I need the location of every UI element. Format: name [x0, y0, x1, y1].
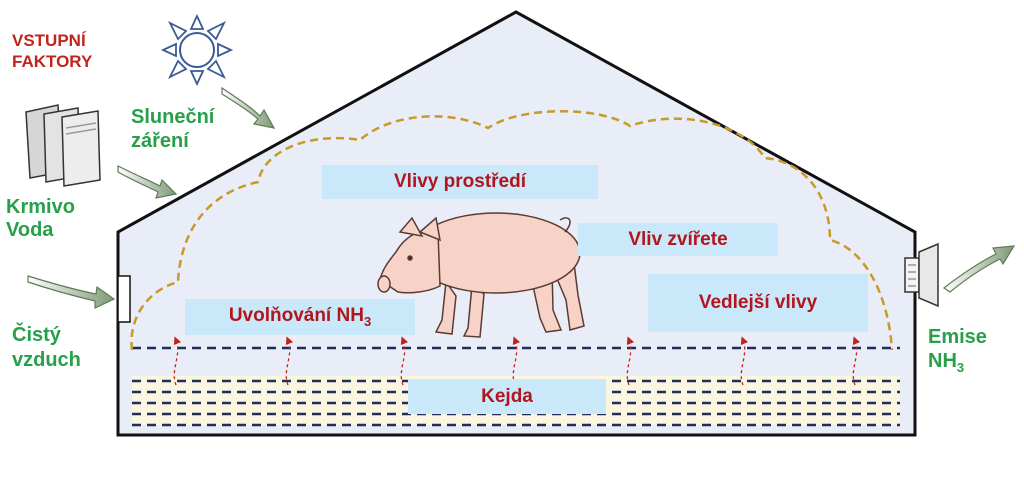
air-label-line2: vzduch [12, 349, 81, 371]
side-effects-box: Vedlejší vlivy [648, 274, 868, 332]
sun-label-line2: záření [131, 130, 190, 152]
input-arrows [27, 86, 1016, 309]
environment-box: Vlivy prostředí [322, 165, 598, 199]
feed-label-line2: Voda [6, 219, 54, 241]
slurry-box: Kejda [408, 379, 606, 414]
feed-bags-icon [25, 104, 101, 187]
emission-label-line1: Emise [928, 326, 987, 348]
release-label: Uvolňování NH3 [229, 305, 371, 329]
sun-icon [160, 13, 234, 87]
animal-box: Vliv zvířete [578, 223, 778, 256]
environment-label: Vlivy prostředí [394, 171, 526, 192]
air-inlet-window [117, 275, 131, 323]
release-box: Uvolňování NH3 [185, 299, 415, 335]
emission-label-line2: NH3 [928, 350, 964, 375]
release-nh: Uvolňování NH [228, 305, 364, 327]
emission-subscript: 3 [957, 360, 964, 375]
inputs-heading-line1: VSTUPNÍ [12, 31, 87, 50]
air-label-line1: Čistý [12, 322, 62, 346]
inputs-heading-line2: FAKTORY [12, 52, 93, 71]
animal-label: Vliv zvířete [628, 228, 728, 250]
release-subscript: 3 [363, 313, 372, 329]
side-effects-label: Vedlejší vlivy [698, 292, 818, 313]
pig-illustration [377, 212, 585, 338]
sun-label-line1: Sluneční [131, 106, 216, 128]
environment-cloud [130, 110, 894, 351]
slurry-label: Kejda [481, 385, 533, 407]
feed-label-line1: Krmivo [6, 196, 75, 218]
emission-nh: NH [928, 350, 957, 372]
exhaust-fan-icon [904, 242, 939, 308]
